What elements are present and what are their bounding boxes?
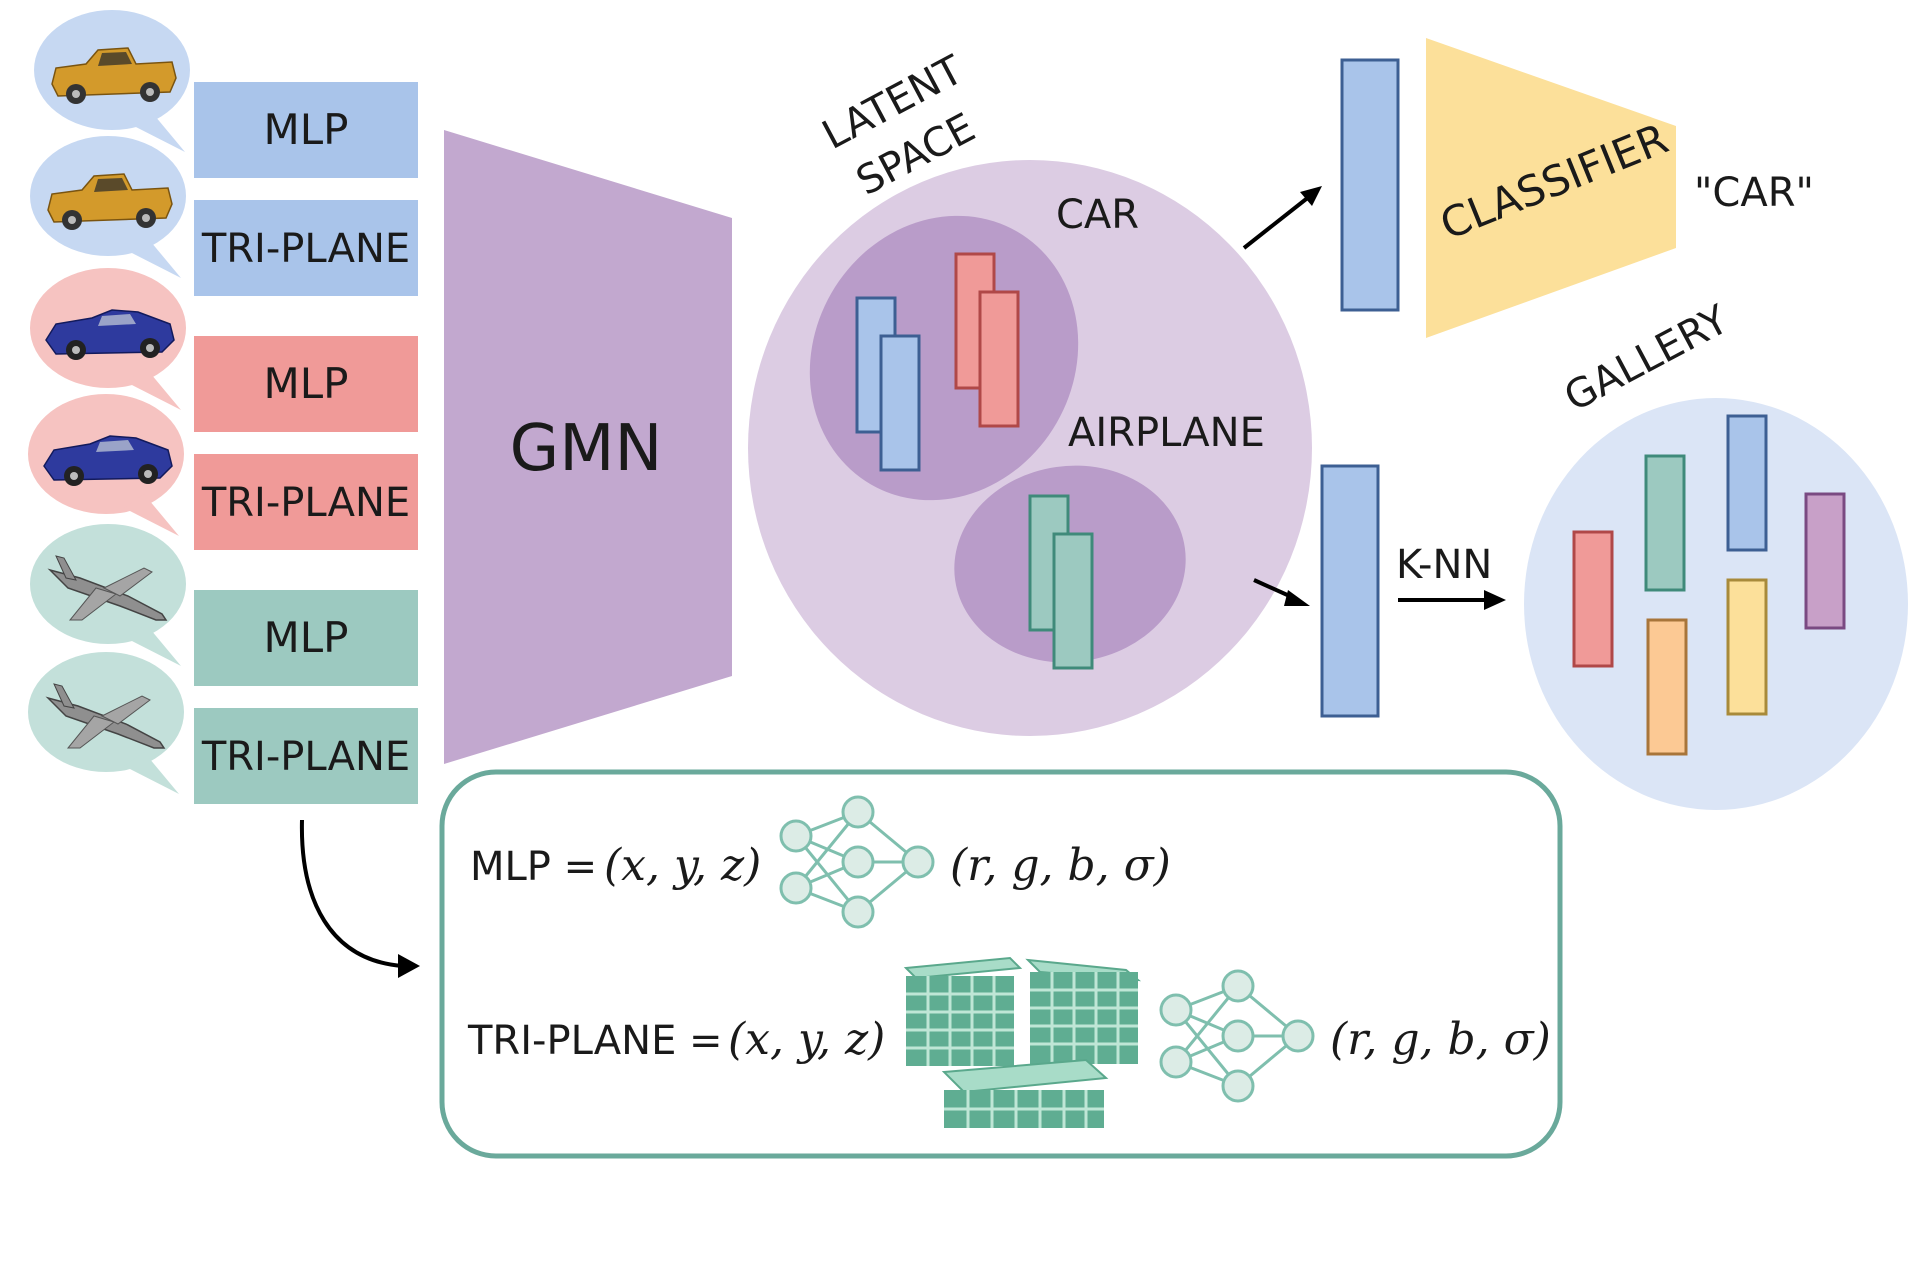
pickup-truck-icon <box>47 173 173 230</box>
input-label-mlp-car: MLP <box>264 359 349 408</box>
embedding-vector-knn <box>1320 464 1380 718</box>
airplane-icon <box>47 555 168 621</box>
pickup-truck-icon <box>51 47 177 104</box>
input-label-triplane-airplane: TRI-PLANE <box>201 734 410 780</box>
neural-network-icon <box>779 795 935 929</box>
input-label-triplane-truck: TRI-PLANE <box>201 226 410 272</box>
input-label-mlp-truck: MLP <box>264 105 349 154</box>
cluster-label-airplane: AIRPLANE <box>1068 410 1265 456</box>
airplane-icon <box>45 683 166 749</box>
latent-space: LATENT SPACE CAR AIRPLANE <box>748 47 1312 736</box>
legend-mlp-prefix: MLP = <box>470 844 610 890</box>
legend-mlp-output: (r, g, b, σ) <box>950 840 1171 891</box>
triplane-grid-icon <box>903 956 1142 1128</box>
gallery: GALLERY <box>1524 296 1908 810</box>
legend-triplane-prefix: TRI-PLANE = <box>467 1018 735 1064</box>
legend-triplane-output: (r, g, b, σ) <box>1330 1014 1551 1065</box>
knn-label: K-NN <box>1396 542 1492 588</box>
classifier-branch: CLASSIFIER "CAR" <box>1340 38 1814 338</box>
legend-arrow <box>299 819 420 978</box>
legend-mlp-input: (x, y, z) <box>604 840 761 891</box>
car-cluster: CAR <box>809 192 1139 501</box>
gmn-encoder: GMN <box>444 130 732 764</box>
input-bubbles <box>28 10 190 794</box>
classifier-output-label: "CAR" <box>1694 170 1814 216</box>
latent-arrows <box>1242 186 1322 606</box>
gmn-label: GMN <box>510 412 663 486</box>
input-label-triplane-car: TRI-PLANE <box>201 480 410 526</box>
cluster-label-car: CAR <box>1056 192 1139 238</box>
neural-network-icon <box>1159 969 1315 1103</box>
airplane-cluster: AIRPLANE <box>954 410 1265 670</box>
knn-branch: K-NN <box>1320 464 1506 718</box>
input-label-boxes: MLP TRI-PLANE MLP TRI-PLANE MLP TRI-PLAN… <box>194 82 418 804</box>
input-label-mlp-airplane: MLP <box>264 613 349 662</box>
legend-triplane-input: (x, y, z) <box>728 1014 885 1065</box>
convertible-car-icon <box>43 435 173 486</box>
representation-legend: MLP = (x, y, z) (r, g, b, σ) TRI-PLANE =… <box>439 769 1563 1159</box>
embedding-vector-classifier <box>1340 58 1400 312</box>
classifier-trapezoid <box>1426 38 1676 338</box>
convertible-car-icon <box>45 309 175 360</box>
